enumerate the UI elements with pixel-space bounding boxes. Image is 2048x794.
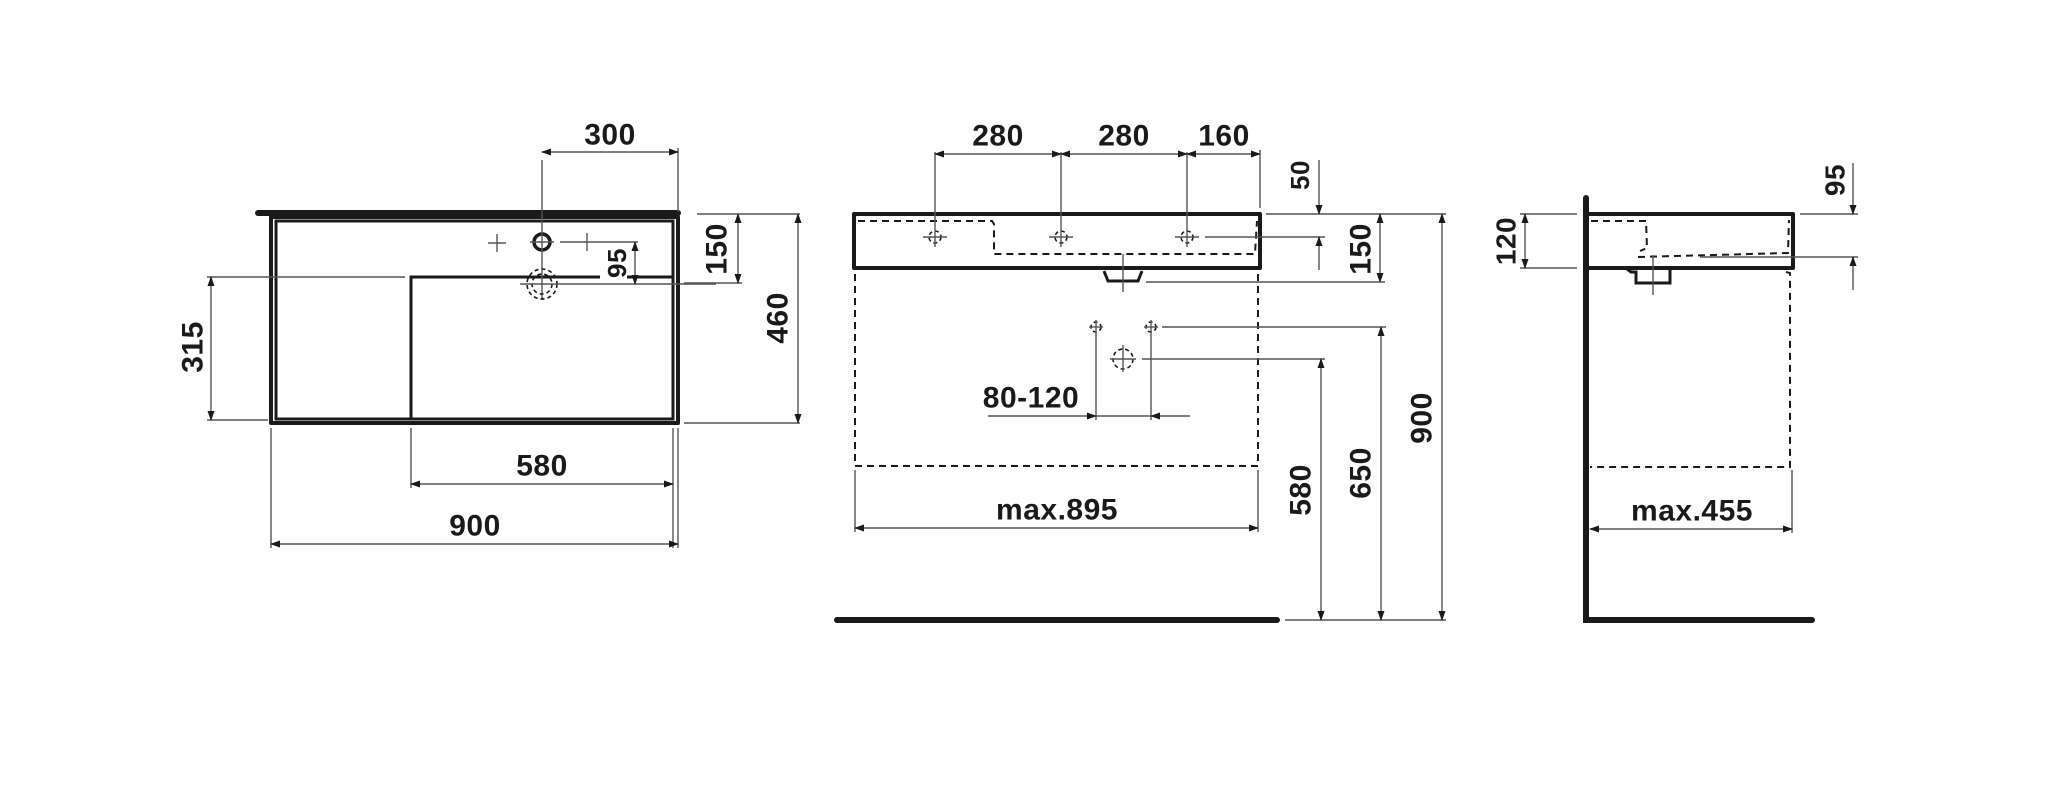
dimension-label-95-side: 95 <box>1820 164 1851 196</box>
dimension-label-900-front: 900 <box>1406 392 1439 444</box>
tap-hole-icon <box>530 160 554 300</box>
dimension-label-max-895: max.895 <box>996 494 1118 527</box>
dimension-label-650: 650 <box>1345 447 1378 499</box>
drain-outlet-side <box>1626 267 1672 285</box>
cabinet-hidden-outline <box>854 274 1259 467</box>
tap-hole-3-icon <box>1175 152 1325 247</box>
tap-hole-1-icon <box>923 152 947 247</box>
side-view: 120 95 max.455 <box>1491 163 1858 623</box>
dimension-label-900: 900 <box>449 510 501 543</box>
dimension-label-80-120: 80-120 <box>983 382 1079 415</box>
dimension-label-50: 50 <box>1285 160 1315 190</box>
dimension-label-max-455: max.455 <box>1631 495 1753 528</box>
bowl-hidden-outline <box>858 220 1258 255</box>
dimension-label-460: 460 <box>762 292 795 344</box>
optional-tap-hole-right-icon <box>560 233 638 251</box>
tap-hole-2-icon <box>1049 152 1073 247</box>
supply-valve-right-icon <box>1144 320 1386 420</box>
dimension-label-580: 580 <box>516 450 568 483</box>
dimension-label-160: 160 <box>1198 120 1250 153</box>
dimension-label-315: 315 <box>177 321 210 373</box>
basin-outer-outline <box>269 215 680 425</box>
dimension-label-150: 150 <box>701 223 734 275</box>
dimension-label-280-a: 280 <box>972 120 1024 153</box>
basin-front-outline <box>852 212 1262 270</box>
cabinet-hidden-outline-side <box>1590 271 1791 468</box>
waste-outlet-icon <box>1110 345 1325 372</box>
basin-inner-outline <box>274 219 675 421</box>
bowl-hidden-outline-side <box>1591 219 1790 258</box>
supply-valve-left-icon <box>1089 320 1103 420</box>
dimension-label-580-front: 580 <box>1285 464 1318 516</box>
wall-and-floor-line <box>1583 195 1815 623</box>
front-view: 280 280 160 50 150 <box>834 120 1446 623</box>
optional-tap-hole-left-icon <box>488 234 506 252</box>
dimension-label-95: 95 <box>602 248 632 278</box>
top-view: 300 150 460 95 315 580 900 <box>177 119 802 548</box>
dimension-label-300: 300 <box>584 119 636 152</box>
basin-side-outline <box>1588 212 1795 270</box>
dimension-label-280-b: 280 <box>1098 120 1150 153</box>
dimension-label-150-front: 150 <box>1345 223 1378 275</box>
dimension-label-120: 120 <box>1491 217 1522 265</box>
drain-icon <box>520 268 716 300</box>
